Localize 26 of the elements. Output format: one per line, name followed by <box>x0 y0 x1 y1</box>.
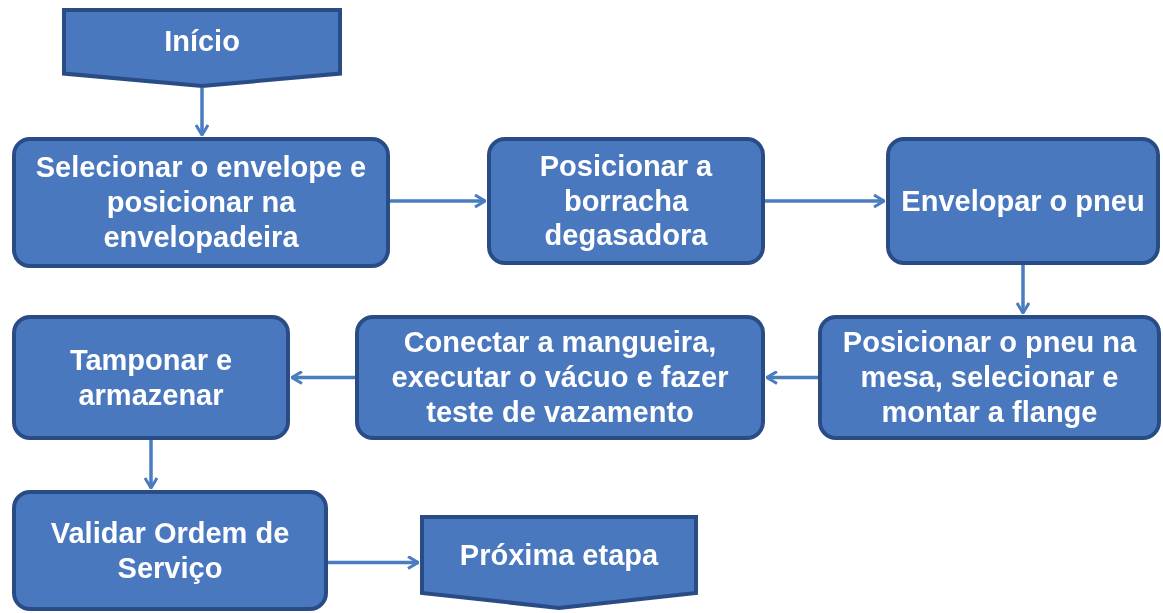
node-label: Conectar a mangueira, executar o vácuo e fazer teste de vazamento <box>390 325 730 430</box>
process-box <box>818 315 1161 440</box>
arrow <box>143 440 159 490</box>
process-box <box>12 315 290 440</box>
process-box <box>12 490 328 611</box>
node-label: Posicionar a borracha degasadora <box>538 148 714 254</box>
arrow <box>328 555 420 570</box>
arrow <box>765 193 886 209</box>
off-page-connector <box>62 8 342 88</box>
arrow <box>1015 265 1031 315</box>
node-label: Validar Ordem de Serviço <box>49 515 291 586</box>
arrow <box>390 193 487 209</box>
node-label: Início <box>164 23 240 59</box>
node-label: Tamponar e armazenar <box>68 342 234 413</box>
process-box <box>886 137 1160 265</box>
arrow <box>194 88 210 137</box>
process-box <box>355 315 765 440</box>
process-box <box>487 137 765 265</box>
arrow <box>290 370 355 385</box>
node-label: Envelopar o pneu <box>901 183 1145 219</box>
arrow <box>765 370 818 385</box>
process-box <box>12 137 390 268</box>
node-label: Selecionar o envelope e posicionar na envelopadeira <box>34 150 368 255</box>
off-page-connector <box>420 515 698 610</box>
node-label: Posicionar o pneu na mesa, selecionar e montar a flange <box>841 325 1138 430</box>
node-label: Próxima etapa <box>459 538 659 573</box>
